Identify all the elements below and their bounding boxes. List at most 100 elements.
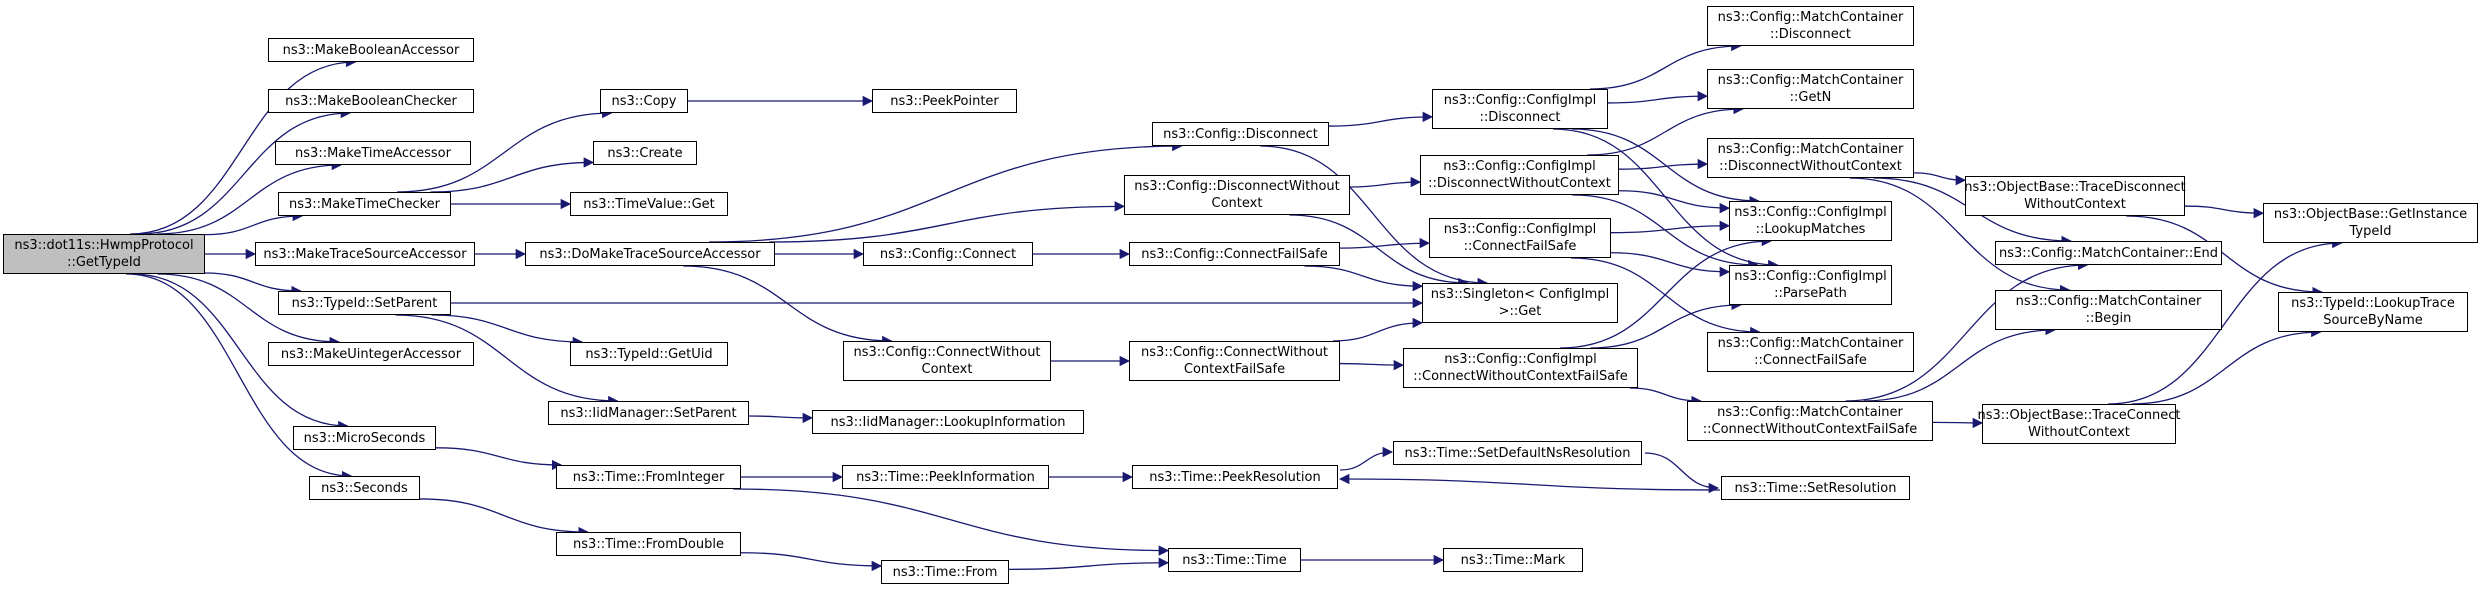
edge-obtcwc-to-tidlookup — [2131, 326, 2322, 405]
node-label: ns3::Config::MatchContainer — [1717, 142, 1904, 157]
node-iidlookup[interactable]: ns3::IidManager::LookupInformation — [812, 410, 1084, 434]
node-micro[interactable]: ns3::MicroSeconds — [293, 426, 436, 450]
edge-mtc-to-copy — [397, 107, 613, 193]
node-label: ns3::Time::SetDefaultNsResolution — [1404, 445, 1631, 461]
node-from[interactable]: ns3::Time::From — [881, 560, 1009, 584]
node-label: ns3::Config::MatchContainer — [1717, 405, 1903, 420]
node-label: ns3::Time::FromDouble — [573, 536, 724, 552]
node-copy[interactable]: ns3::Copy — [600, 89, 688, 113]
node-mcdwc[interactable]: ns3::Config::MatchContainer::DisconnectW… — [1707, 138, 1914, 178]
node-label: ns3::Config::DisconnectWithout — [1134, 179, 1340, 194]
node-ccidwc[interactable]: ns3::Config::ConfigImpl::DisconnectWitho… — [1420, 155, 1619, 195]
node-label: ::ConnectWithoutContextFailSafe — [1413, 369, 1628, 384]
edge-cdwc-to-ccidwc — [1349, 176, 1422, 188]
node-label: ns3::MakeTraceSourceAccessor — [263, 246, 467, 262]
node-mua[interactable]: ns3::MakeUintegerAccessor — [268, 342, 474, 366]
edge-peekres-to-setdefns — [1339, 446, 1394, 471]
edge-setparent-to-iidsp — [395, 314, 619, 407]
edge-ccicwcfs-to-parse — [1590, 299, 1742, 349]
edge-cdisc-to-singleton — [1260, 145, 1488, 289]
node-label: ns3::ObjectBase::TraceDisconnect — [1964, 180, 2186, 195]
node-mbc[interactable]: ns3::MakeBooleanChecker — [268, 89, 474, 113]
node-label: ns3::dot11s::HwmpProtocol — [14, 238, 194, 253]
node-setres[interactable]: ns3::Time::SetResolution — [1721, 476, 1910, 500]
node-setdefns[interactable]: ns3::Time::SetDefaultNsResolution — [1393, 441, 1642, 465]
node-time[interactable]: ns3::Time::Time — [1168, 548, 1301, 572]
node-label: ::LookupMatches — [1755, 222, 1866, 237]
node-label: ns3::MakeBooleanChecker — [285, 93, 457, 109]
node-mtsa[interactable]: ns3::MakeTraceSourceAccessor — [255, 242, 475, 266]
edge-root-to-seconds — [126, 273, 353, 482]
node-label: ns3::Config::ConfigImpl — [1444, 352, 1597, 367]
node-mccwcfs[interactable]: ns3::Config::MatchContainer::ConnectWith… — [1687, 401, 1933, 441]
node-label: ns3::PeekPointer — [890, 93, 999, 109]
edge-ccicfs-to-parse — [1610, 252, 1731, 278]
node-getuid[interactable]: ns3::TypeId::GetUid — [570, 342, 728, 366]
node-seconds[interactable]: ns3::Seconds — [309, 476, 420, 500]
node-cconn[interactable]: ns3::Config::Connect — [863, 242, 1033, 266]
node-label: Context — [921, 362, 973, 377]
node-mcbegin[interactable]: ns3::Config::MatchContainer::Begin — [1995, 290, 2222, 330]
node-label: ns3::Config::ConnectWithout — [1140, 345, 1329, 360]
edge-mcdwc-to-obtdwc — [1913, 172, 1967, 186]
edge-root-to-setparent — [204, 272, 302, 297]
node-label: ns3::TimeValue::Get — [583, 196, 715, 212]
edge-ccidwc-to-mcgetn — [1587, 103, 1744, 156]
edge-mccwcfs-to-obtcwc — [1932, 417, 1984, 429]
node-singleton[interactable]: ns3::Singleton< ConfigImpl>::Get — [1422, 283, 1618, 323]
node-label: ns3::MakeBooleanAccessor — [282, 42, 460, 58]
node-mcend[interactable]: ns3::Config::MatchContainer::End — [1995, 241, 2222, 265]
node-iidsp[interactable]: ns3::IidManager::SetParent — [548, 401, 749, 425]
node-cconnfs[interactable]: ns3::Config::ConnectFailSafe — [1129, 242, 1340, 266]
node-ccicfs[interactable]: ns3::Config::ConfigImpl::ConnectFailSafe — [1429, 218, 1611, 258]
node-label: TypeId — [2349, 224, 2392, 239]
node-mcdisc[interactable]: ns3::Config::MatchContainer::Disconnect — [1707, 6, 1914, 46]
edge-dotsa-to-cdisc — [709, 140, 1183, 243]
node-mark[interactable]: ns3::Time::Mark — [1443, 548, 1583, 572]
node-label: ns3::Config::ConfigImpl — [1734, 205, 1887, 220]
node-mcgetn[interactable]: ns3::Config::MatchContainer::GetN — [1707, 69, 1914, 109]
node-peekinfo[interactable]: ns3::Time::PeekInformation — [842, 465, 1049, 489]
node-fromint[interactable]: ns3::Time::FromInteger — [556, 465, 741, 489]
node-label: ns3::TypeId::LookupTrace — [2291, 296, 2455, 311]
node-fromdbl[interactable]: ns3::Time::FromDouble — [556, 532, 741, 556]
node-mba[interactable]: ns3::MakeBooleanAccessor — [268, 38, 474, 62]
node-label: ns3::IidManager::LookupInformation — [830, 414, 1066, 430]
node-create[interactable]: ns3::Create — [593, 141, 697, 165]
node-label: ::ConnectWithoutContextFailSafe — [1702, 422, 1918, 437]
node-ccidisc[interactable]: ns3::Config::ConfigImpl::Disconnect — [1432, 89, 1608, 129]
node-cdisc[interactable]: ns3::Config::Disconnect — [1152, 122, 1329, 146]
edge-mtc-to-create — [430, 157, 595, 193]
edge-ccidwc-to-lookup — [1618, 190, 1731, 214]
node-label: ::Disconnect — [1479, 110, 1561, 125]
node-root: ns3::dot11s::HwmpProtocol::GetTypeId — [3, 234, 205, 274]
edge-ccidisc-to-mcgetn — [1607, 90, 1709, 104]
edge-ccidisc-to-mcdisc — [1589, 40, 1742, 90]
node-mta[interactable]: ns3::MakeTimeAccessor — [275, 141, 471, 165]
node-label: ns3::Config::MatchContainer — [1717, 336, 1904, 351]
node-mccfs[interactable]: ns3::Config::MatchContainer::ConnectFail… — [1707, 332, 1914, 372]
node-mtc[interactable]: ns3::MakeTimeChecker — [278, 192, 451, 216]
node-setparent[interactable]: ns3::TypeId::SetParent — [278, 291, 451, 315]
node-parse[interactable]: ns3::Config::ConfigImpl::ParsePath — [1729, 265, 1892, 305]
node-peekres[interactable]: ns3::Time::PeekResolution — [1132, 465, 1338, 489]
edge-fromdbl-to-from — [740, 552, 883, 572]
node-dotsa[interactable]: ns3::DoMakeTraceSourceAccessor — [525, 242, 775, 266]
node-label: ::GetTypeId — [67, 255, 141, 270]
node-label: ns3::Config::MatchContainer — [2015, 294, 2202, 309]
node-peekptr[interactable]: ns3::PeekPointer — [872, 89, 1017, 113]
node-label: ::Disconnect — [1770, 27, 1851, 42]
node-lookup[interactable]: ns3::Config::ConfigImpl::LookupMatches — [1729, 201, 1892, 241]
edge-mccwcfs-to-mcend — [1845, 259, 2089, 402]
edge-from-to-time — [1008, 557, 1170, 570]
node-label: ns3::Config::Connect — [879, 246, 1017, 262]
node-tvget[interactable]: ns3::TimeValue::Get — [570, 192, 728, 216]
node-ccicwcfs[interactable]: ns3::Config::ConfigImpl::ConnectWithoutC… — [1403, 348, 1638, 388]
